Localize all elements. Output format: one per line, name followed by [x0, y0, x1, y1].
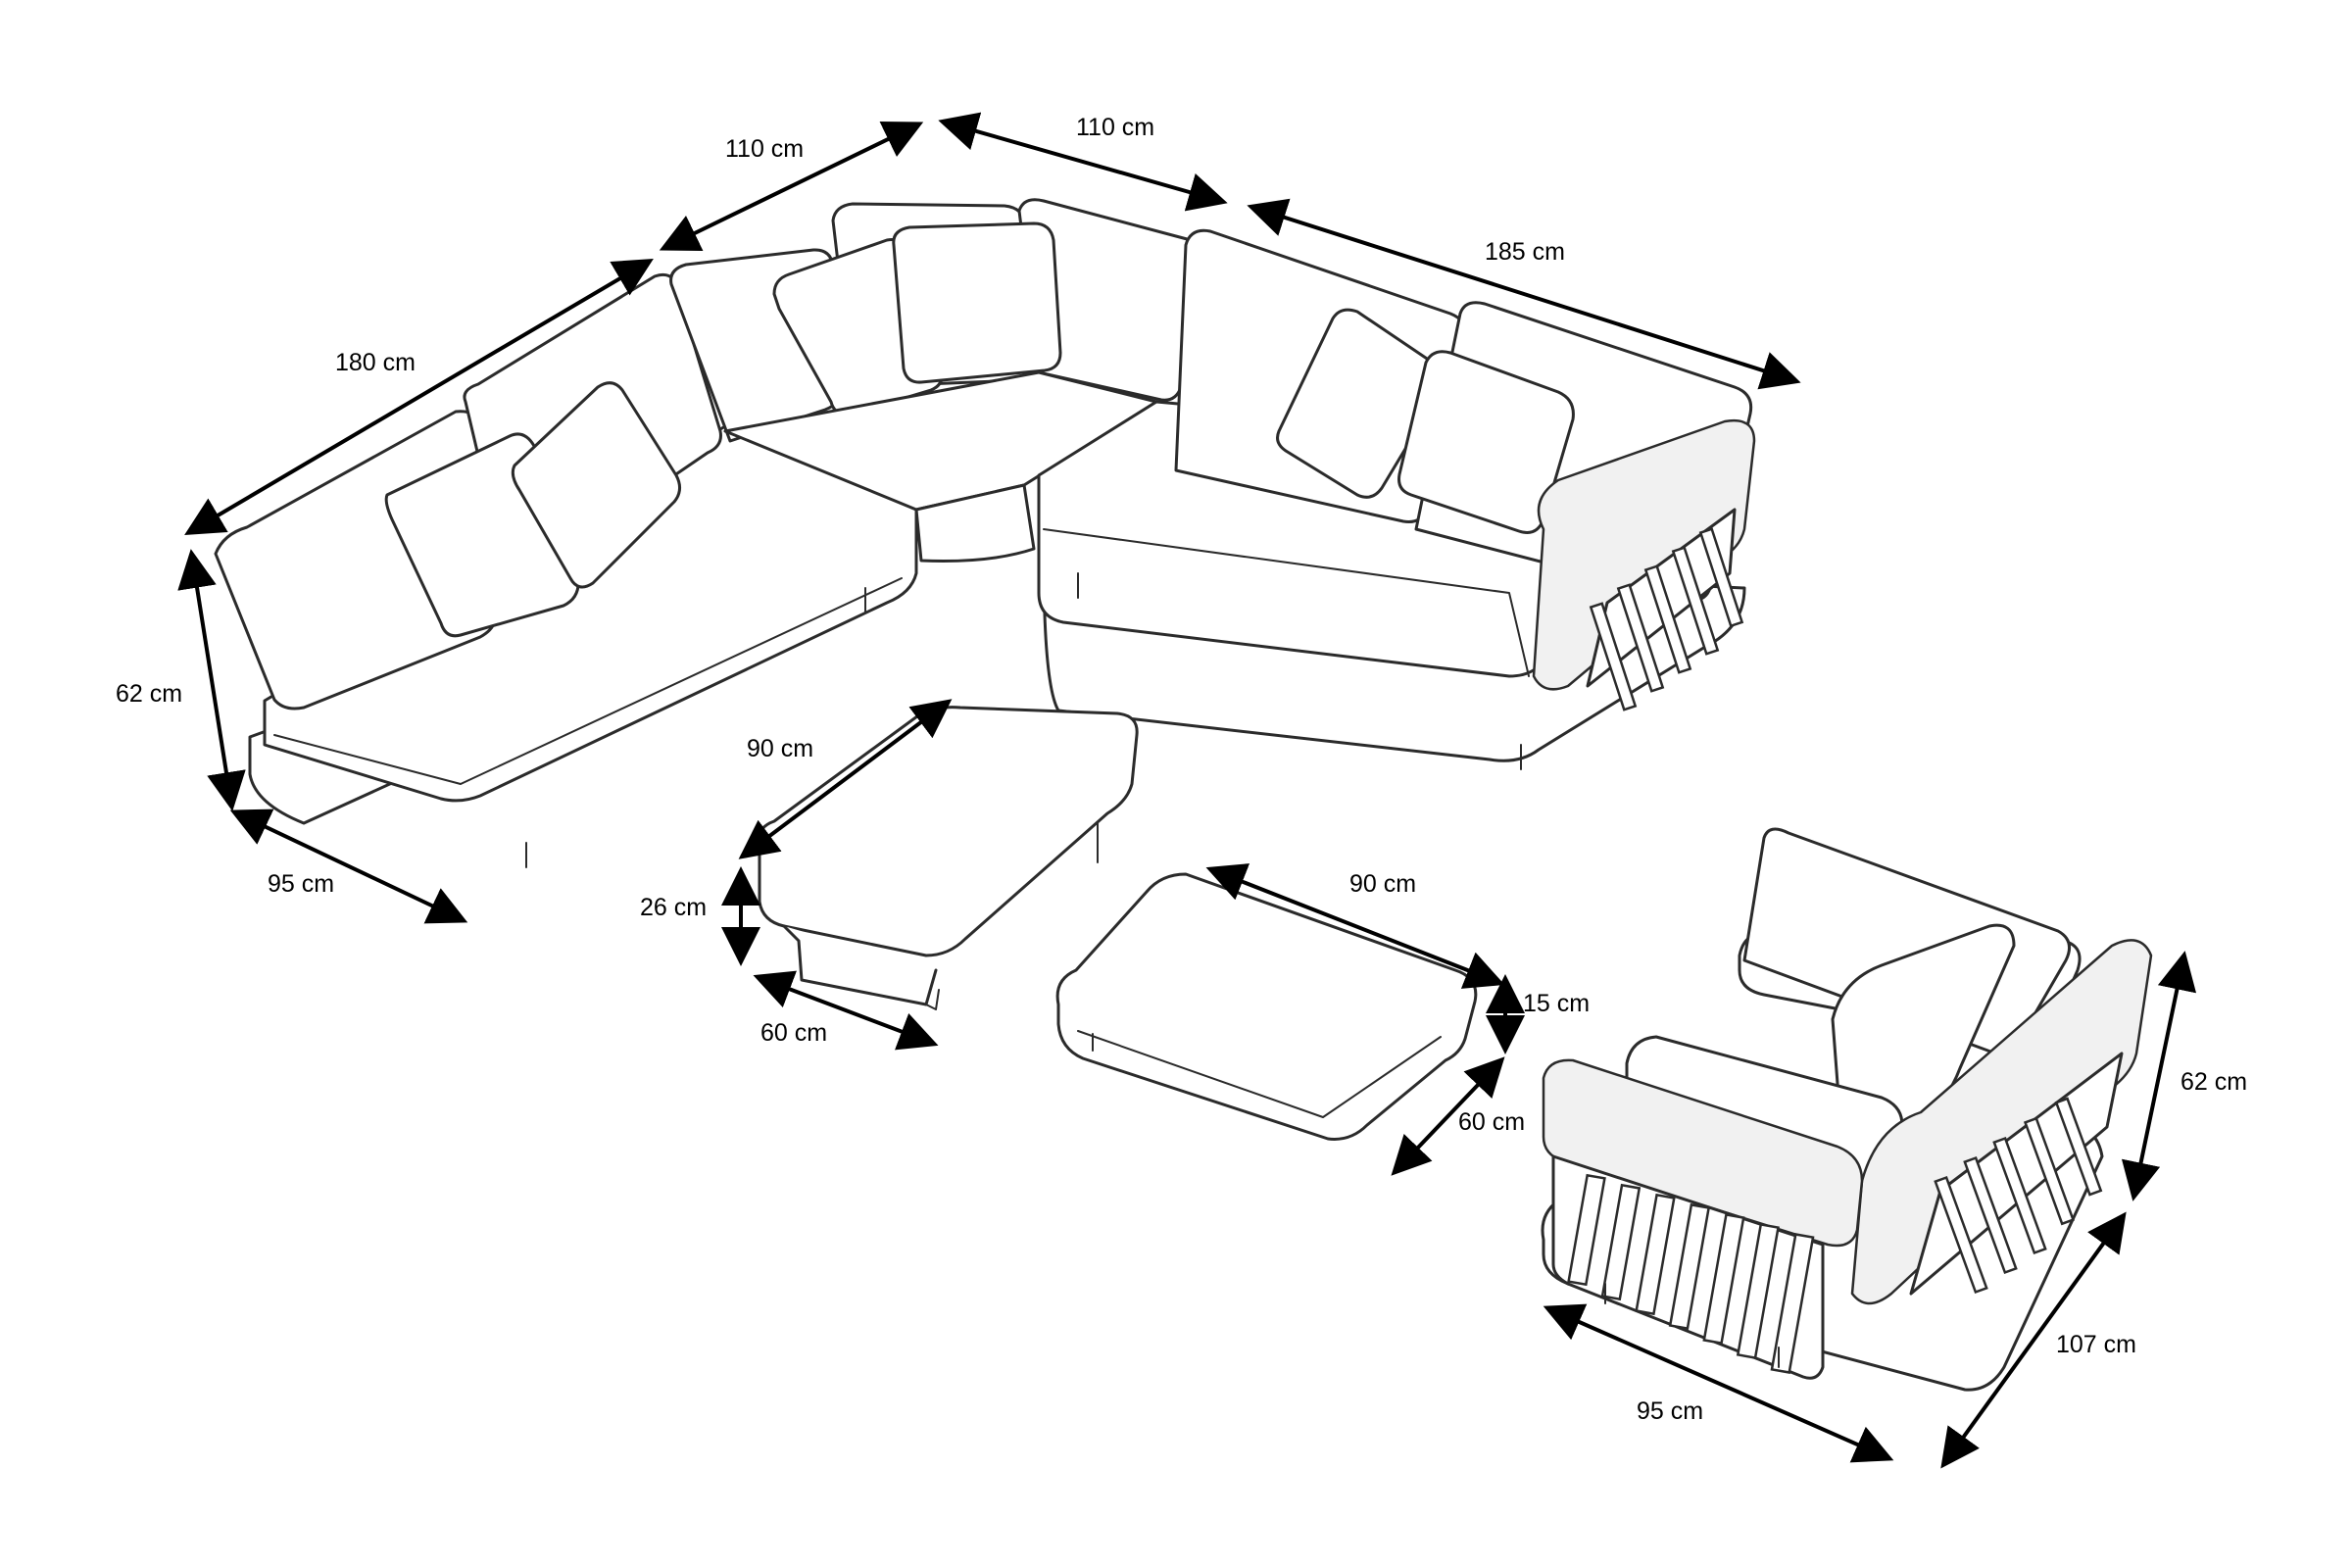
- label-sectional-depth: 95 cm: [268, 870, 334, 898]
- dim-table-width: [753, 970, 939, 1051]
- label-sectional-top-corner: 110 cm: [1076, 114, 1154, 141]
- dim-sectional-top-corner: [938, 112, 1228, 212]
- dim-sectional-right: [1247, 198, 1801, 390]
- label-armchair-depth: 107 cm: [2056, 1331, 2136, 1358]
- dim-sectional-height: [177, 549, 246, 811]
- right-arm-slats: [1589, 527, 1744, 711]
- label-armchair-width: 95 cm: [1637, 1397, 1703, 1425]
- dim-table-length: [738, 699, 953, 859]
- dim-armchair-depth: [1940, 1211, 2127, 1469]
- label-table-length: 90 cm: [747, 735, 813, 762]
- dimension-labels: 110 cm 110 cm 185 cm 180 cm 62 cm 95 cm …: [116, 114, 2247, 1425]
- label-ottoman-length: 90 cm: [1349, 870, 1416, 898]
- dim-sectional-depth: [229, 808, 468, 924]
- label-sectional-right: 185 cm: [1485, 238, 1565, 266]
- dim-ottoman-length: [1205, 863, 1505, 989]
- label-table-height: 26 cm: [640, 894, 707, 921]
- dimension-lines: [177, 112, 2197, 1469]
- label-armchair-height: 62 cm: [2180, 1068, 2247, 1096]
- dim-sectional-left: [184, 258, 654, 536]
- dim-sectional-top-left: [659, 122, 924, 251]
- label-ottoman-height: 15 cm: [1523, 990, 1590, 1017]
- dim-armchair-width: [1543, 1303, 1894, 1463]
- label-sectional-left: 180 cm: [335, 349, 416, 376]
- label-sectional-height: 62 cm: [116, 680, 182, 708]
- label-table-width: 60 cm: [760, 1019, 827, 1047]
- dim-ottoman-width: [1391, 1056, 1505, 1176]
- dim-armchair-height: [2121, 951, 2197, 1201]
- label-ottoman-width: 60 cm: [1458, 1108, 1525, 1136]
- label-sectional-top-left: 110 cm: [725, 135, 804, 163]
- ottoman: [1055, 872, 1478, 1141]
